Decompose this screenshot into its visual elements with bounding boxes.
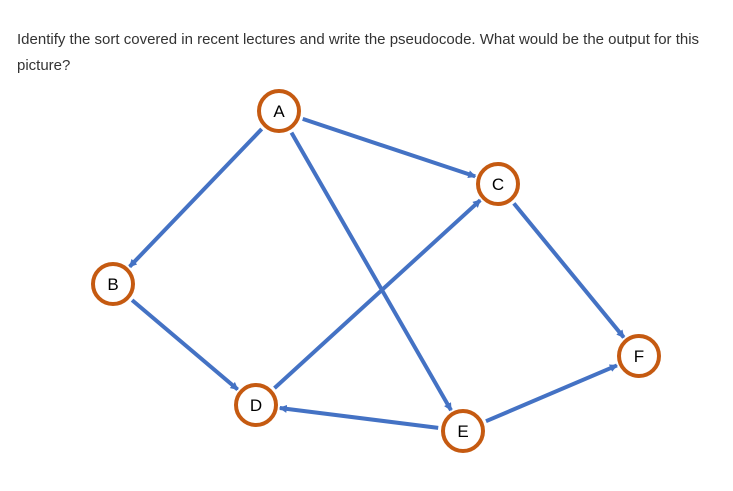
- edges: [128, 117, 626, 430]
- node-circle: [617, 334, 661, 378]
- edge-b-to-d: [130, 298, 239, 392]
- node-circle: [257, 89, 301, 133]
- edge-e-to-d: [278, 404, 439, 430]
- edge-a-to-e: [289, 131, 453, 412]
- node-circle: [441, 409, 485, 453]
- node-b: B: [91, 262, 135, 306]
- edge-d-to-c: [273, 198, 482, 390]
- node-f: F: [617, 334, 661, 378]
- node-d: D: [234, 383, 278, 427]
- edge-e-to-f: [485, 363, 618, 424]
- node-circle: [234, 383, 278, 427]
- nodes: A B C D E F: [91, 89, 661, 453]
- node-label: B: [107, 275, 118, 294]
- edge-c-to-f: [512, 202, 626, 339]
- node-label: D: [250, 396, 262, 415]
- edge-a-to-c: [302, 117, 477, 179]
- node-e: E: [441, 409, 485, 453]
- node-a: A: [257, 89, 301, 133]
- edge-a-to-b: [128, 127, 264, 269]
- node-label: C: [492, 175, 504, 194]
- node-circle: [91, 262, 135, 306]
- node-circle: [476, 162, 520, 206]
- question-text: Identify the sort covered in recent lect…: [17, 31, 700, 74]
- node-label: F: [634, 347, 644, 366]
- node-c: C: [476, 162, 520, 206]
- node-label: E: [457, 422, 468, 441]
- node-label: A: [273, 102, 285, 121]
